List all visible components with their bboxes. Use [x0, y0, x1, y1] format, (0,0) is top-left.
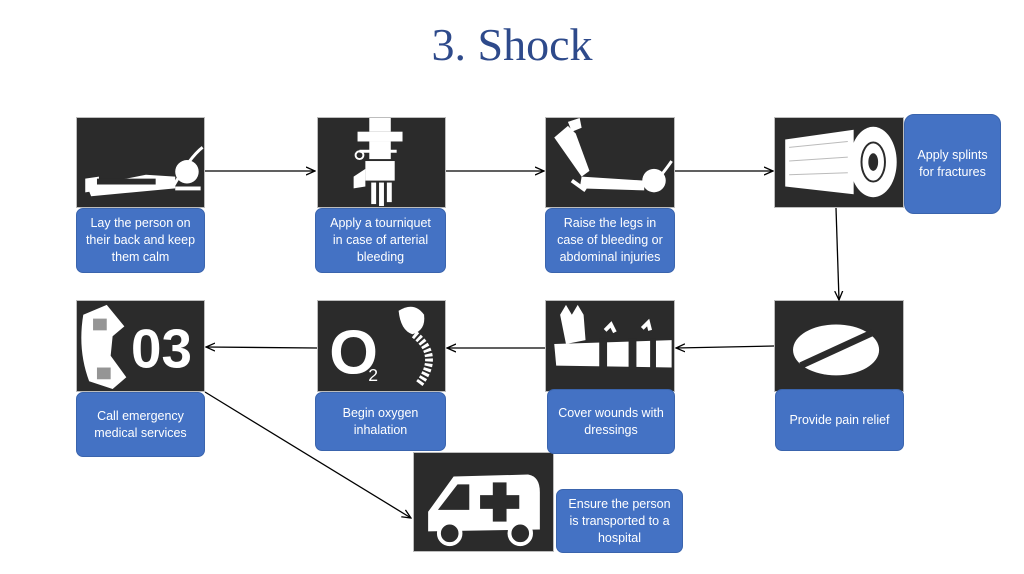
step-label-cover-wounds: Cover wounds with dressings: [547, 389, 675, 454]
step-label-splints: Apply splints for fractures: [904, 114, 1001, 214]
corner-patch: [890, 536, 1024, 574]
page-title: 3. Shock: [431, 19, 593, 70]
raised-legs-icon: [545, 117, 675, 208]
step-label-lay-person: Lay the person on their back and keep th…: [76, 208, 205, 273]
lying-person-icon: [76, 117, 205, 208]
arrow-4-to-5: [836, 207, 839, 300]
step-label-call-ems: Call emergency medical services: [76, 392, 205, 457]
phone-03-icon: 03: [76, 300, 205, 392]
step-label-transport: Ensure the person is transported to a ho…: [556, 489, 683, 553]
pill-icon: [774, 300, 904, 392]
phone-number-text: 03: [131, 318, 192, 380]
tourniquet-arm-icon: [317, 117, 446, 208]
step-label-pain-relief: Provide pain relief: [775, 389, 904, 451]
ambulance-icon: [413, 452, 554, 552]
arrow-5-to-6: [676, 346, 775, 348]
step-label-raise-legs: Raise the legs in case of bleeding or ab…: [545, 208, 675, 273]
bandaged-leg-icon: [545, 300, 675, 392]
oxygen-symbol-text: O: [329, 317, 378, 387]
step-label-oxygen: Begin oxygen inhalation: [315, 392, 446, 451]
step-label-tourniquet: Apply a tourniquet in case of arterial b…: [315, 208, 446, 273]
oxygen-subscript-text: 2: [368, 365, 378, 385]
bandage-roll-icon: [774, 117, 904, 208]
oxygen-mask-icon: O 2: [317, 300, 446, 392]
arrow-7-to-8: [206, 347, 318, 348]
